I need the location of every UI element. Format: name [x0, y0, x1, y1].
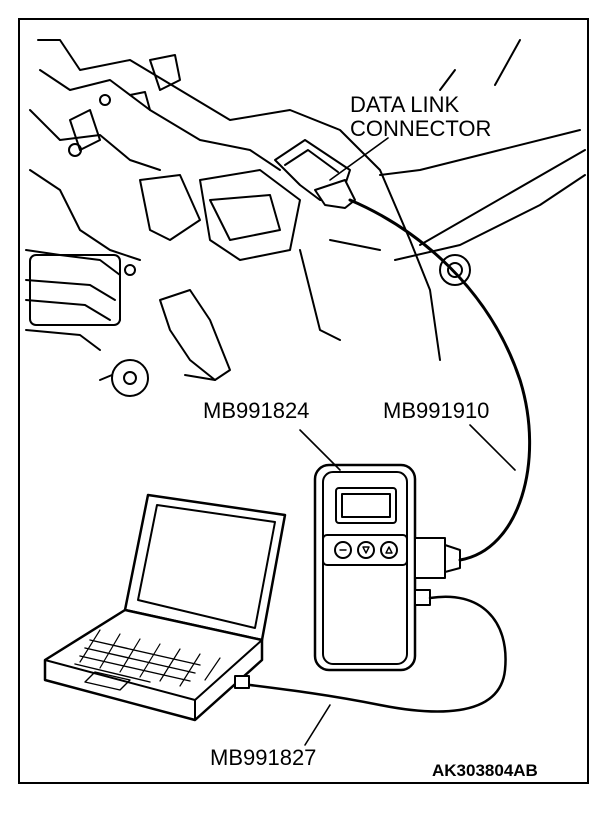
mb991824-leader-line [299, 429, 341, 471]
laptop-illustration [43, 493, 287, 722]
connector-leader-line [329, 137, 389, 181]
mb991910-leader-line [469, 424, 516, 471]
label-data-link-connector-line1: DATA LINK [350, 92, 460, 117]
label-mb991910: MB991910 [383, 398, 490, 423]
label-mb991824: MB991824 [203, 398, 310, 423]
mb991827-leader-line [304, 704, 331, 746]
cable-mb991910 [348, 198, 532, 562]
scan-tool-mb991824 [313, 463, 461, 672]
label-mb991827: MB991827 [210, 745, 317, 770]
vehicle-interior-illustration [25, 39, 586, 397]
label-data-link-connector-line2: CONNECTOR [350, 116, 492, 141]
label-figure-code: AK303804AB [432, 761, 538, 780]
data-link-connector-plug [274, 139, 356, 209]
cable-mb991827 [248, 595, 507, 713]
figure-frame [18, 18, 589, 784]
